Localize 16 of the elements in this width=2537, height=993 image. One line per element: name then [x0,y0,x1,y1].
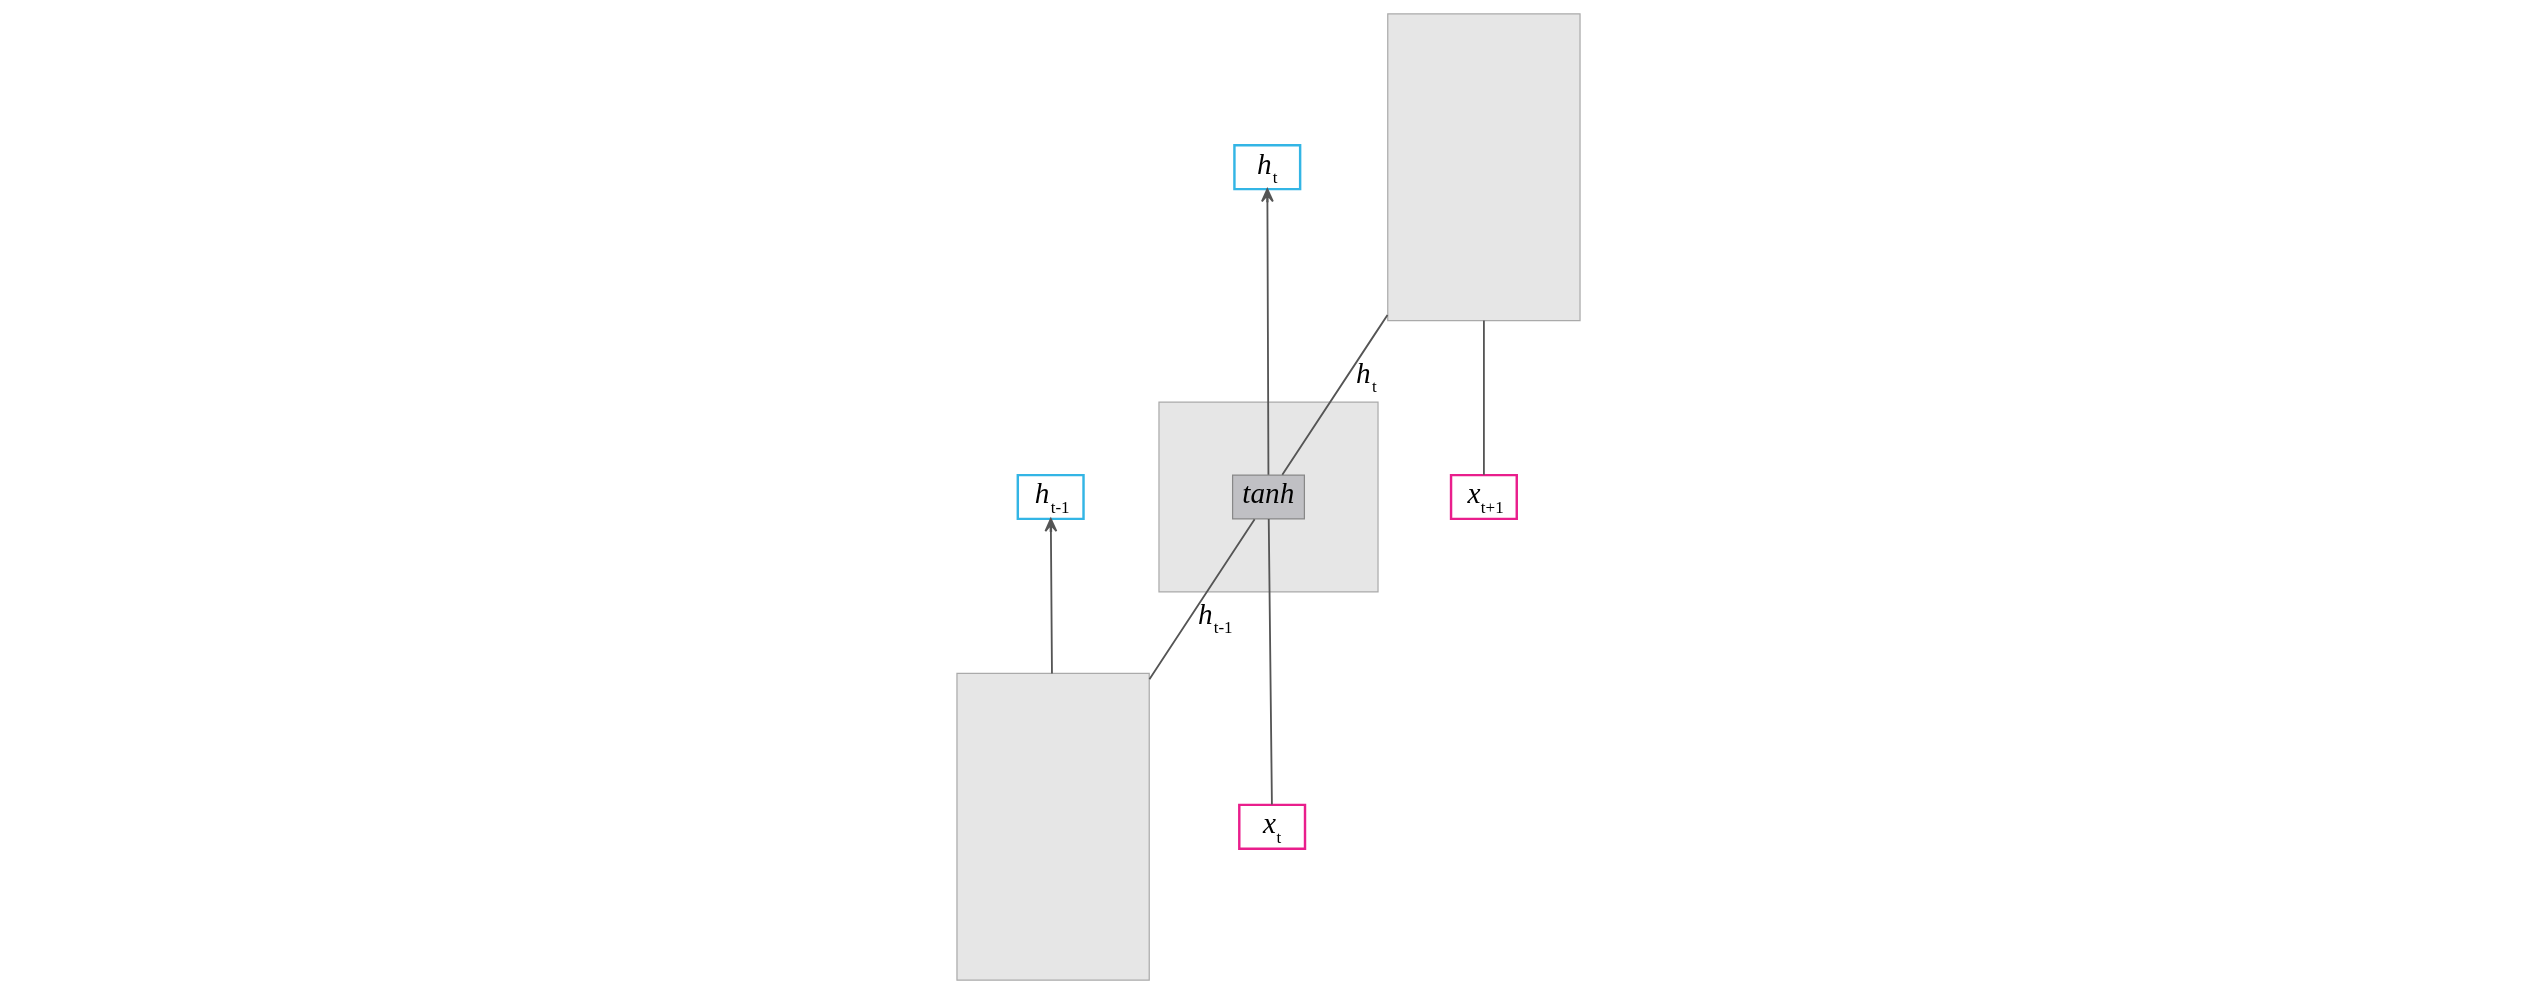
node-box: h$_{t}$ [1233,143,1302,190]
edge-label: h$_{t}$ [1356,356,1377,396]
node-box [956,672,1150,981]
edge-label: h$_{t-1}$ [1197,597,1233,637]
connector [1281,313,1389,476]
arrow [1044,517,1058,674]
node-box [1387,12,1581,321]
connector [1148,517,1256,680]
arrow [1261,187,1274,476]
node-box: x$_{t+1}$ [1449,473,1518,520]
cluster [1158,400,1379,593]
node-box: x$_{t}$ [1238,803,1307,850]
node-box: tanh [1232,473,1305,519]
connector [1267,517,1273,805]
connector [1483,319,1485,476]
node-box: h$_{t-1}$ [1016,473,1085,520]
